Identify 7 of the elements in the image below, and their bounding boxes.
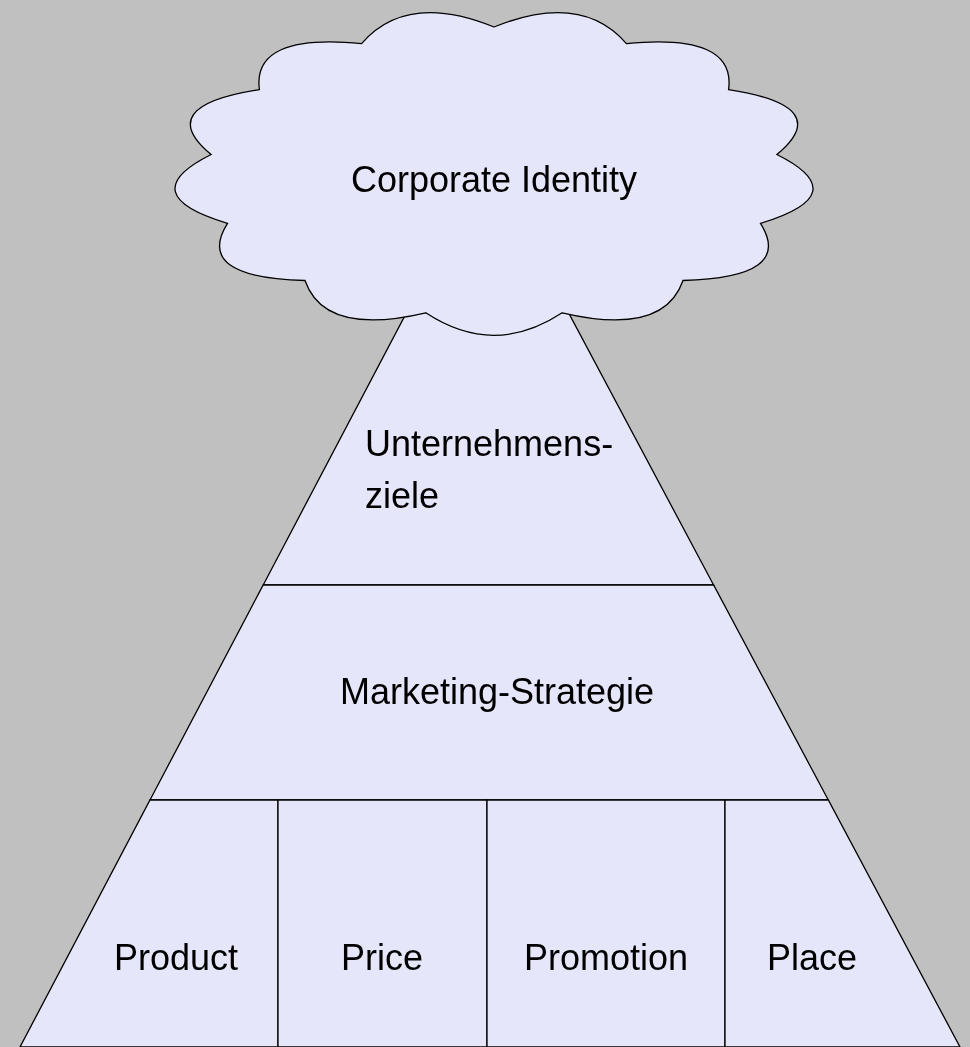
cell-label: Price [341, 935, 423, 980]
tier-label: Unternehmens- ziele [365, 422, 615, 519]
cell-label: Product [113, 935, 239, 980]
cell-label: Place [766, 935, 858, 980]
tier-label: Marketing-Strategie [339, 669, 655, 714]
cell-label: Promotion [523, 935, 689, 980]
cloud-label: Corporate Identity [350, 157, 638, 202]
